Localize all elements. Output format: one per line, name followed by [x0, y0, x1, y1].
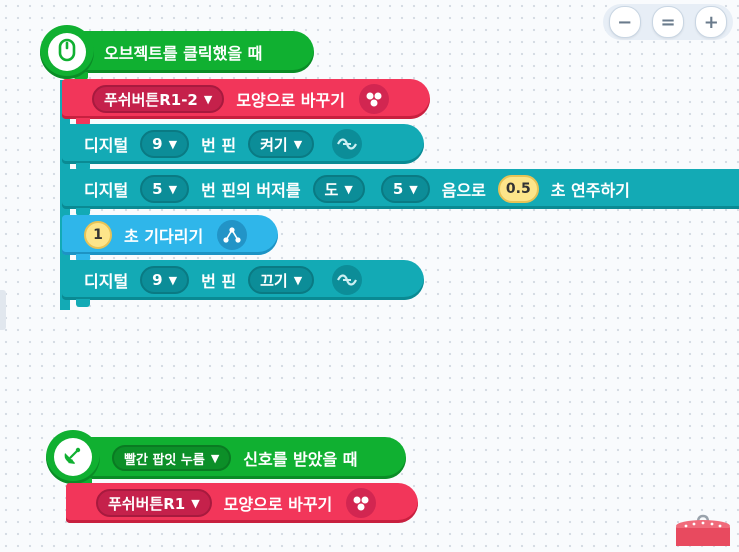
digital-pin-on-block[interactable]: 디지털 9▼ 번 핀 켜기▼ — [62, 124, 424, 171]
chevron-down-icon: ▼ — [409, 182, 418, 196]
octave-dropdown[interactable]: 5▼ — [380, 175, 430, 203]
wait-block[interactable]: 1 초 기다리기 — [62, 215, 278, 262]
zoom-controls: − = + — [603, 4, 733, 40]
signal-hat-label: 신호를 받았을 때 — [243, 450, 358, 469]
digital-label: 디지털 — [84, 136, 129, 155]
zoom-out-button[interactable]: − — [608, 6, 641, 38]
octave-value: 5 — [392, 180, 404, 198]
when-signal-received-block[interactable]: 빨간 팝잇 누름 ▼ 신호를 받았을 때 — [64, 437, 406, 486]
zoom-in-button[interactable]: + — [695, 6, 728, 38]
change-shape-label: 모양으로 바꾸기 — [236, 91, 345, 110]
hat-label: 오브젝트를 클릭했을 때 — [104, 44, 263, 63]
arduino-icon — [332, 129, 363, 159]
flow-icon — [217, 220, 248, 250]
state-dropdown[interactable]: 켜기 ▼ — [248, 130, 315, 158]
digital-pin-off-block[interactable]: 디지털 9▼ 번 핀 끄기▼ — [62, 260, 424, 307]
pin-value: 9 — [152, 135, 163, 153]
chevron-down-icon: ▼ — [191, 496, 200, 510]
note-value: 도 — [324, 180, 339, 199]
scroll-handle[interactable] — [0, 290, 6, 330]
note-dropdown[interactable]: 도▼ — [312, 175, 365, 203]
state-value: 끄기 — [260, 271, 288, 290]
shape-dropdown-value: 푸쉬버튼R1-2 — [104, 90, 198, 109]
state-dropdown[interactable]: 끄기 ▼ — [248, 266, 315, 294]
shape-dropdown[interactable]: 푸쉬버튼R1-2 ▼ — [92, 85, 225, 113]
chevron-down-icon: ▼ — [203, 92, 213, 106]
pin-dropdown[interactable]: 9▼ — [140, 266, 190, 294]
when-clicked-block[interactable]: 오브젝트를 클릭했을 때 — [60, 31, 314, 80]
chevron-down-icon: ▼ — [293, 137, 303, 151]
change-shape-label: 모양으로 바꾸기 — [223, 495, 333, 514]
chevron-down-icon: ▼ — [168, 182, 178, 196]
arduino-icon — [332, 265, 363, 295]
chevron-down-icon: ▼ — [293, 273, 303, 287]
pin-label: 번 핀 — [201, 136, 237, 155]
buzzer-play-block[interactable]: 디지털 5▼ 번 핀의 버저를 도▼ 5▼ 음으로 0.5 초 연주하기 — [62, 169, 739, 216]
wait-label: 초 기다리기 — [124, 227, 204, 246]
duration-input[interactable]: 0.5 — [497, 175, 539, 203]
zoom-reset-button[interactable]: = — [651, 6, 684, 38]
change-shape-block[interactable]: 푸쉬버튼R1-2 ▼ 모양으로 바꾸기 — [62, 79, 430, 126]
trash-icon[interactable] — [672, 512, 734, 548]
pin-value: 9 — [152, 271, 163, 289]
tone-label: 음으로 — [441, 181, 486, 200]
chevron-down-icon: ▼ — [168, 137, 178, 151]
antenna-icon — [61, 443, 85, 471]
shape-icon — [346, 488, 377, 518]
buzzer-mid-label: 번 핀의 버저를 — [201, 181, 301, 200]
wait-seconds-input[interactable]: 1 — [84, 221, 112, 249]
shape-dropdown[interactable]: 푸쉬버튼R1 ▼ — [96, 489, 212, 517]
pin-label: 번 핀 — [201, 272, 237, 291]
shape-icon — [358, 84, 389, 114]
change-shape-block[interactable]: 푸쉬버튼R1 ▼ 모양으로 바꾸기 — [66, 483, 418, 523]
signal-dropdown[interactable]: 빨간 팝잇 누름 ▼ — [112, 445, 232, 471]
hat-icon-circle — [40, 25, 94, 79]
digital-label: 디지털 — [84, 181, 129, 200]
shape-dropdown-value: 푸쉬버튼R1 — [108, 494, 186, 513]
play-suffix-label: 초 연주하기 — [550, 181, 630, 200]
chevron-down-icon: ▼ — [210, 451, 220, 465]
hat-icon-circle — [46, 430, 100, 484]
pin-dropdown[interactable]: 9▼ — [140, 130, 190, 158]
buzzer-pin-value: 5 — [152, 180, 163, 198]
mouse-icon — [58, 38, 76, 66]
state-value: 켜기 — [260, 135, 288, 154]
chevron-down-icon: ▼ — [344, 182, 353, 196]
chevron-down-icon: ▼ — [168, 273, 178, 287]
buzzer-pin-dropdown[interactable]: 5▼ — [140, 175, 190, 203]
signal-value: 빨간 팝잇 누름 — [124, 452, 205, 468]
digital-label: 디지털 — [84, 272, 129, 291]
